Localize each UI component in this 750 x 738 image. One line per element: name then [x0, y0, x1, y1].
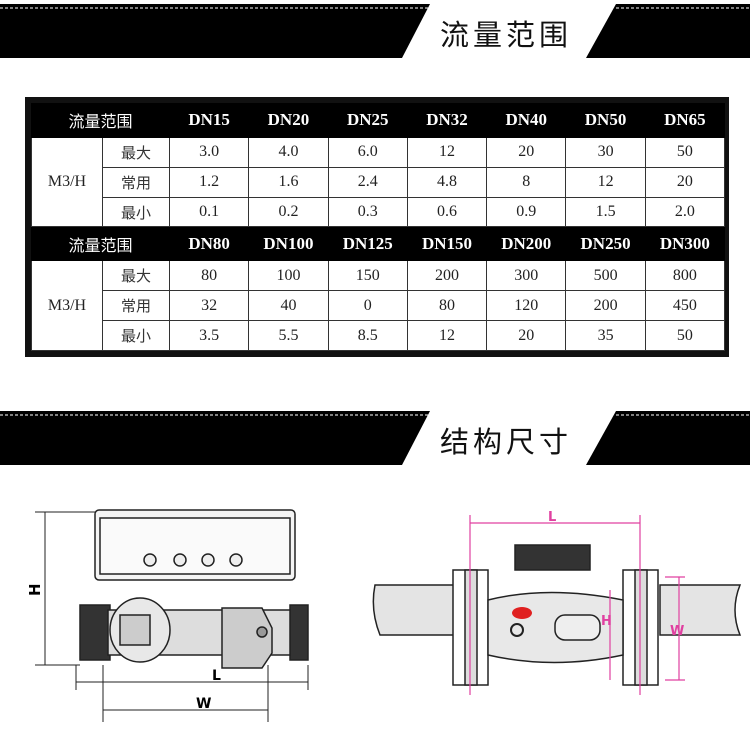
size-header: DN200	[486, 226, 567, 262]
value-cell: 4.8	[406, 166, 488, 198]
value-cell: 12	[406, 320, 488, 351]
value-cell: 5.5	[248, 320, 329, 351]
right-dimension-diagram: L H W	[372, 510, 742, 695]
value-cell: 2.0	[644, 196, 726, 228]
size-header: DN25	[327, 103, 408, 138]
value-cell: 0.1	[169, 196, 250, 228]
value-cell: 50	[644, 136, 726, 168]
value-cell: 500	[565, 260, 646, 292]
value-cell: 32	[169, 290, 250, 322]
value-cell: 80	[169, 260, 250, 292]
dimension-label-h: H	[601, 614, 612, 629]
value-cell: 35	[565, 320, 646, 351]
value-cell: 200	[406, 260, 488, 292]
size-header: DN32	[406, 103, 488, 138]
size-header: DN300	[644, 226, 726, 262]
value-cell: 30	[565, 136, 646, 168]
dimension-label-l: L	[212, 668, 221, 684]
section-banner-flow-range: 流量范围	[0, 4, 750, 58]
value-cell: 450	[644, 290, 726, 322]
row-label: 常用	[101, 166, 171, 198]
value-cell: 1.2	[169, 166, 250, 198]
value-cell: 20	[644, 166, 726, 198]
dimension-label-w: W	[670, 624, 684, 639]
header-label: 流量范围	[30, 103, 171, 138]
row-label: 最大	[101, 260, 171, 292]
value-cell: 1.5	[565, 196, 646, 228]
size-header: DN80	[169, 226, 250, 262]
value-cell: 0.3	[327, 196, 408, 228]
size-header: DN65	[644, 103, 726, 138]
value-cell: 2.4	[327, 166, 408, 198]
value-cell: 8.5	[327, 320, 408, 351]
value-cell: 150	[327, 260, 408, 292]
value-cell: 20	[486, 136, 567, 168]
row-label: 最小	[101, 196, 171, 228]
value-cell: 40	[248, 290, 329, 322]
size-header: DN15	[169, 103, 250, 138]
section-title: 结构尺寸	[440, 425, 573, 459]
value-cell: 800	[644, 260, 726, 292]
value-cell: 200	[565, 290, 646, 322]
value-cell: 20	[486, 320, 567, 351]
unit-cell: M3/H	[31, 136, 103, 228]
value-cell: 8	[486, 166, 567, 198]
value-cell: 0.2	[248, 196, 329, 228]
value-cell: 0.9	[486, 196, 567, 228]
size-header: DN50	[565, 103, 646, 138]
size-header: DN100	[248, 226, 329, 262]
row-label: 最大	[101, 136, 171, 168]
size-header: DN250	[565, 226, 646, 262]
value-cell: 0	[327, 290, 408, 322]
value-cell: 6.0	[327, 136, 408, 168]
size-header: DN125	[327, 226, 408, 262]
value-cell: 3.0	[169, 136, 250, 168]
dimension-label-l: L	[548, 510, 556, 525]
section-title: 流量范围	[440, 18, 573, 52]
value-cell: 1.6	[248, 166, 329, 198]
size-header: DN20	[248, 103, 329, 138]
value-cell: 50	[644, 320, 726, 351]
value-cell: 3.5	[169, 320, 250, 351]
size-header: DN150	[406, 226, 488, 262]
dimension-label-h: H	[26, 583, 44, 596]
left-dimension-diagram: H L W	[26, 509, 309, 722]
dimension-label-w: W	[196, 696, 211, 712]
section-banner-dimensions: 结构尺寸	[0, 411, 750, 465]
value-cell: 100	[248, 260, 329, 292]
value-cell: 120	[486, 290, 567, 322]
size-header: DN40	[486, 103, 567, 138]
unit-cell: M3/H	[31, 260, 103, 351]
value-cell: 0.6	[406, 196, 488, 228]
value-cell: 4.0	[248, 136, 329, 168]
value-cell: 300	[486, 260, 567, 292]
value-cell: 12	[565, 166, 646, 198]
value-cell: 12	[406, 136, 488, 168]
header-label: 流量范围	[30, 226, 171, 262]
row-label: 常用	[101, 290, 171, 322]
row-label: 最小	[101, 320, 171, 351]
value-cell: 80	[406, 290, 488, 322]
